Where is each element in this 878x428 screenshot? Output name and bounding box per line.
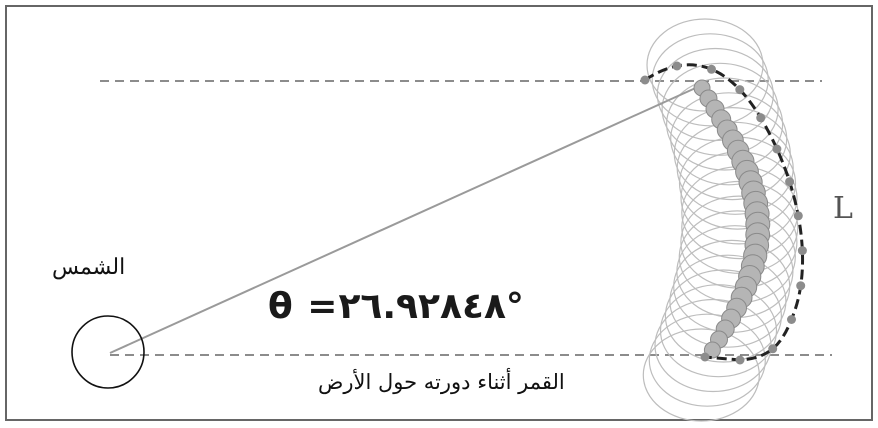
path-dot xyxy=(640,75,650,85)
orbit-circle xyxy=(646,18,764,112)
sun-label: الشمس xyxy=(52,255,126,280)
sight-line xyxy=(109,85,701,354)
moon-beads xyxy=(693,79,771,359)
path-dot xyxy=(796,281,806,291)
angle-label: θ =٢٦.٩٢٨٤٨° xyxy=(268,286,524,327)
orbit-circle xyxy=(659,284,778,378)
path-dot xyxy=(700,352,710,362)
orbit-circle xyxy=(669,254,787,348)
sun-icon xyxy=(71,315,145,389)
path-dot xyxy=(772,144,782,154)
path-dot xyxy=(797,246,807,256)
orbit-circles xyxy=(642,18,799,422)
path-dots xyxy=(640,61,807,365)
diagram-frame xyxy=(5,5,873,421)
path-dot xyxy=(672,61,682,71)
moon-orbit-label: القمر أثناء دورته حول الأرض xyxy=(318,370,565,394)
path-dot xyxy=(756,113,766,123)
path-dot xyxy=(735,85,745,95)
orbit-circle xyxy=(642,328,760,422)
orbit-circle xyxy=(670,92,788,186)
path-dot xyxy=(707,64,716,74)
length-label: L xyxy=(833,191,853,226)
orbit-circle xyxy=(651,33,769,127)
path-dot xyxy=(735,355,745,365)
path-dot xyxy=(787,315,796,324)
orbit-circle xyxy=(665,77,784,171)
orbit-circle xyxy=(661,62,779,156)
orbit-circle xyxy=(681,180,799,274)
path-dot xyxy=(785,177,795,187)
moon-bead xyxy=(703,341,721,359)
path-dot xyxy=(768,344,778,354)
orbit-circle xyxy=(664,269,783,363)
orbit-circle xyxy=(648,313,766,407)
path-dot xyxy=(793,211,803,221)
